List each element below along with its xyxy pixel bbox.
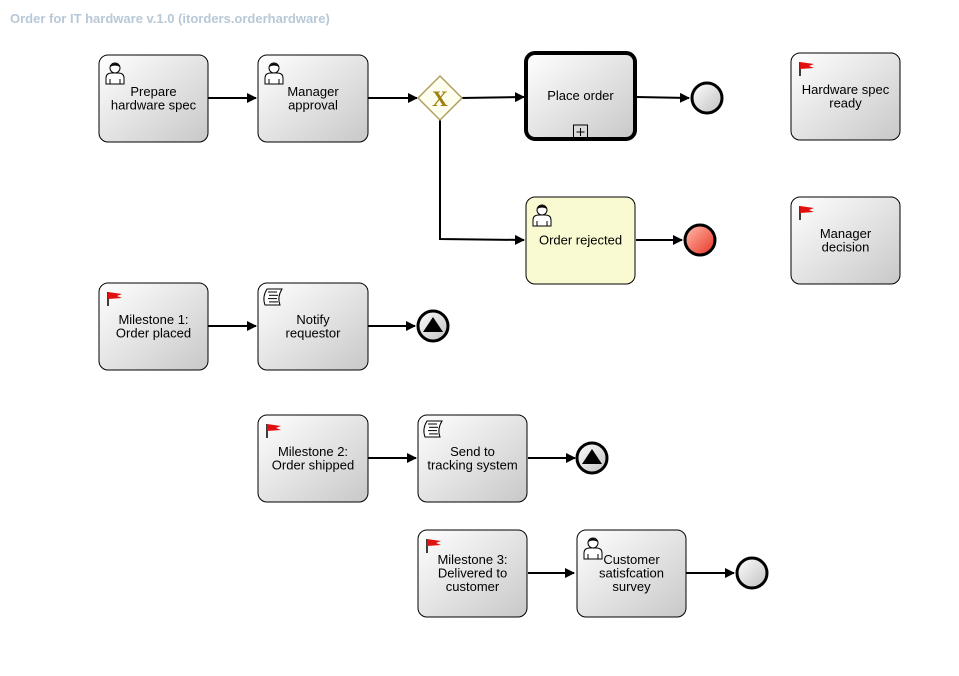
task-label: requestor	[286, 325, 342, 340]
task-label: satisfcation	[599, 566, 664, 581]
task-ms1[interactable]: Milestone 1:Order placed	[98, 282, 209, 371]
milestone-flag-icon	[107, 292, 122, 306]
user-icon	[583, 537, 603, 560]
end-event-survey[interactable]	[735, 556, 769, 590]
subprocess-marker-icon	[573, 124, 588, 140]
exclusive-gateway[interactable]: X	[416, 74, 464, 122]
script-icon	[263, 288, 283, 306]
user-icon	[532, 204, 552, 227]
task-label: Manager	[287, 84, 339, 99]
sequence-flows	[208, 92, 735, 578]
task-label: Milestone 1:	[118, 312, 188, 327]
task-label: Manager	[820, 226, 872, 241]
task-rejected[interactable]: Order rejected	[525, 196, 636, 285]
task-label: Prepare	[130, 84, 176, 99]
task-label: customer	[446, 579, 500, 594]
milestone-flag-icon	[426, 539, 441, 553]
task-label: Milestone 2:	[278, 444, 348, 459]
signal-triangle-icon	[423, 317, 443, 332]
task-label: Customer	[603, 552, 660, 567]
task-label: survey	[612, 579, 651, 594]
task-place-order[interactable]: Place order	[524, 51, 637, 141]
script-icon	[423, 420, 443, 438]
task-label: approval	[288, 97, 338, 112]
end-event-signal-tracking[interactable]	[575, 441, 609, 475]
task-label: Notify	[296, 312, 330, 327]
task-label: ready	[829, 95, 862, 110]
task-label: hardware spec	[111, 97, 197, 112]
user-icon	[105, 62, 125, 85]
milestone-flag-icon	[799, 206, 814, 220]
milestone-flag-icon	[266, 424, 281, 438]
task-label: Order rejected	[539, 233, 622, 248]
task-label: decision	[822, 239, 870, 254]
signal-triangle-icon	[582, 449, 602, 464]
end-event-error-rejected[interactable]	[683, 223, 717, 257]
task-label: Milestone 3:	[437, 552, 507, 567]
task-label: Delivered to	[438, 566, 507, 581]
diagram-title: Order for IT hardware v.1.0 (itorders.or…	[10, 11, 330, 26]
task-label: Place order	[547, 88, 614, 103]
task-label: Order placed	[116, 325, 191, 340]
flow-gateway-to-rejected[interactable]	[439, 120, 525, 245]
svg-text:X: X	[432, 86, 448, 111]
task-ms2[interactable]: Milestone 2:Order shipped	[257, 414, 369, 503]
task-label: Send to	[450, 444, 495, 459]
task-label: Order shipped	[272, 457, 354, 472]
task-label: tracking system	[427, 457, 517, 472]
flow-gateway-to-place-order[interactable]	[460, 92, 525, 103]
end-event-order[interactable]	[690, 81, 724, 115]
flow-place-order-to-end[interactable]	[635, 92, 690, 103]
user-icon	[264, 62, 284, 85]
task-label: Hardware spec	[802, 82, 890, 97]
milestone-flag-icon	[799, 62, 814, 76]
end-event-signal-notify[interactable]	[416, 309, 450, 343]
exclusive-gateway-x-icon: X	[432, 86, 448, 111]
